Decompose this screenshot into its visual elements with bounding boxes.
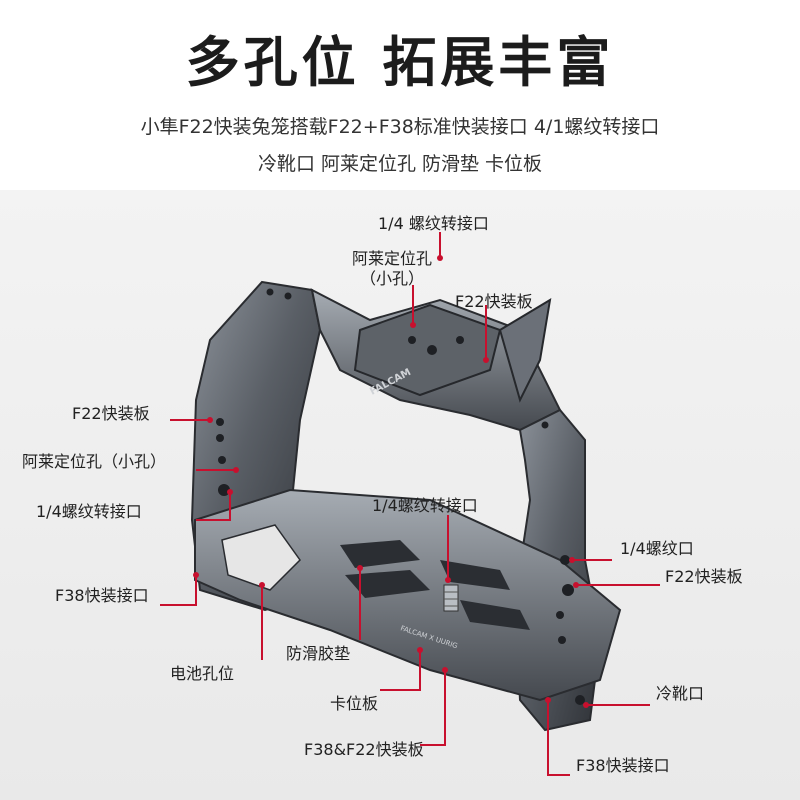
left-arm-holes: [216, 288, 292, 496]
label-bottom-quick-plate: F38&F22快装板: [304, 740, 424, 759]
label-left-quarter-thread: 1/4螺纹转接口: [36, 502, 142, 521]
subtitle-features-line1: 小隼F22快装兔笼搭载F22+F38标准快装接口 4/1螺纹转接口: [140, 116, 660, 138]
top-plate-holes: [408, 336, 464, 355]
label-right-f22-plate: F22快装板: [665, 567, 743, 586]
anti-slip-pads: [340, 540, 530, 630]
label-center-quarter-thread: 1/4螺纹转接口: [372, 496, 478, 515]
leader-stop-plate: [380, 650, 421, 691]
leader-bottom-plate: [420, 670, 446, 746]
header-section: 多孔位 拓展丰富 小隼F22快装兔笼搭载F22+F38标准快装接口 4/1螺纹转…: [0, 0, 800, 190]
leader-left-f38: [160, 575, 197, 606]
subtitle-features-line2: 冷靴口 阿莱定位孔 防滑垫 卡位板: [257, 153, 543, 175]
product-stage: [0, 190, 800, 800]
label-top-arri-hole-small: （小孔）: [360, 269, 425, 288]
label-top-f22-plate: F22快装板: [455, 292, 533, 311]
label-battery-hole: 电池孔位: [170, 664, 235, 683]
top-shoe-bracket: [498, 298, 552, 403]
label-top-quarter-thread: 1/4 螺纹转接口: [378, 214, 489, 233]
label-top-arri-hole: 阿莱定位孔: [352, 249, 433, 268]
label-anti-slip-pad: 防滑胶垫: [286, 644, 351, 663]
label-right-f38-interface: F38快装接口: [576, 756, 670, 775]
label-stop-plate: 卡位板: [330, 694, 379, 713]
leader-dots: [193, 255, 589, 708]
right-arm-holes: [541, 421, 585, 705]
page-title: 多孔位 拓展丰富: [185, 31, 615, 94]
cage-bottom-baseplate: [194, 488, 622, 702]
leader-right-f38: [547, 700, 570, 776]
leader-lines: [160, 232, 660, 776]
label-right-quarter-thread: 1/4螺纹口: [620, 539, 694, 558]
label-left-arri-hole: 阿莱定位孔（小孔）: [22, 452, 167, 471]
label-left-f22-plate: F22快装板: [72, 404, 150, 423]
label-cold-shoe: 冷靴口: [656, 684, 705, 703]
quarter-inch-screw: [443, 584, 459, 612]
leader-left-quarter: [196, 492, 231, 521]
battery-hole: [221, 524, 301, 591]
label-left-f38-interface: F38快装接口: [55, 586, 149, 605]
